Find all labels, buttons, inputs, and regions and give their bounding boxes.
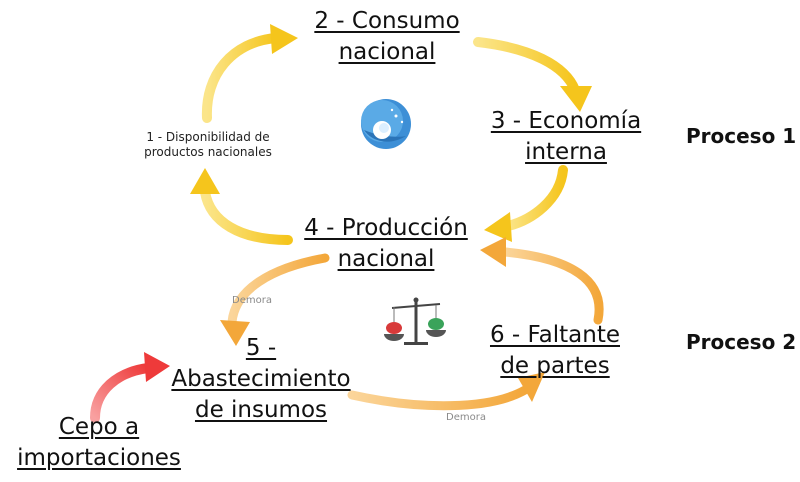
node-economia-interna-line-2: interna	[525, 139, 607, 165]
node-abastecimiento-line-2: Abastecimiento	[171, 366, 351, 392]
balance-scale-icon	[384, 297, 446, 345]
node-economia-interna-line-1: 3 - Economía	[490, 108, 642, 134]
node-faltante-partes-line-1: 6 - Faltante	[489, 322, 620, 348]
arrow-1-to-2	[201, 24, 298, 123]
node-abastecimiento-line-3: de insumos	[194, 397, 328, 423]
node-produccion-nacional-line-1: 4 - Producción	[304, 215, 468, 241]
label-proceso-2: Proceso 2	[686, 330, 797, 354]
delay-label-4-to-5: Demora	[232, 295, 272, 306]
globe-icon	[361, 99, 411, 149]
arrow-5-to-6	[347, 372, 545, 411]
node-disponibilidad: 1 - Disponibilidad de productos nacional…	[128, 130, 288, 160]
arrow-4-to-5	[220, 253, 330, 346]
node-cepo-line-2: importaciones	[17, 445, 181, 471]
node-faltante-partes-line-2: de partes	[500, 353, 610, 379]
node-abastecimiento-line-1: 5 -	[245, 335, 277, 361]
arrow-4-to-1	[190, 168, 293, 245]
arrow-2-to-3	[473, 37, 592, 112]
node-faltante-partes: 6 - Faltante de partes	[470, 320, 640, 382]
node-cepo-line-1: Cepo a	[58, 414, 140, 440]
node-consumo-nacional-line-1: 2 - Consumo	[314, 8, 460, 34]
node-consumo-nacional: 2 - Consumo nacional	[292, 6, 482, 68]
arrow-6-to-4	[480, 237, 604, 325]
node-abastecimiento-insumos: 5 - Abastecimiento de insumos	[156, 333, 366, 426]
arrow-cepo-to-5	[90, 352, 170, 423]
arrow-3-to-4	[484, 165, 568, 242]
label-proceso-1: Proceso 1	[686, 124, 797, 148]
node-produccion-nacional-line-2: nacional	[337, 246, 435, 272]
node-disponibilidad-line-1: 1 - Disponibilidad de	[146, 130, 270, 144]
node-economia-interna: 3 - Economía interna	[476, 106, 656, 168]
node-cepo-importaciones: Cepo a importaciones	[4, 412, 194, 474]
node-produccion-nacional: 4 - Producción nacional	[282, 213, 490, 275]
node-disponibilidad-line-2: productos nacionales	[144, 145, 272, 159]
node-consumo-nacional-line-2: nacional	[338, 39, 436, 65]
delay-label-5-to-6: Demora	[446, 412, 486, 423]
